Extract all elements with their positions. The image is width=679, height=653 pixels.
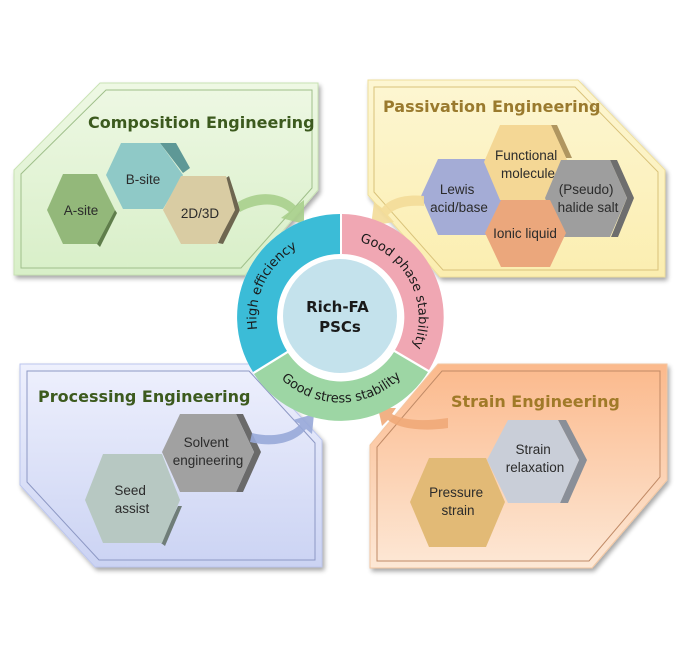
hex-strain-relaxation-shape (487, 420, 579, 503)
center-circle (283, 259, 397, 373)
hex-ionic-label: Ionic liquid (493, 226, 557, 241)
hex-lewis-label: Lewis acid/base (430, 182, 488, 215)
hex-pseudo-line1: (Pseudo) (559, 182, 614, 197)
hex-2d-3d: 2D/3D (163, 176, 240, 244)
center-label: Rich-FA PSCs (306, 298, 374, 336)
hex-solvent-line1: Solvent (184, 435, 229, 450)
hex-strain-relaxation-label: Strain relaxation (506, 442, 565, 475)
hex-functional-molecule: Functional molecule (484, 125, 572, 200)
hex-lewis-line1: Lewis (440, 182, 475, 197)
arrow-strain-shape (378, 408, 448, 430)
hex-pseudo-label: (Pseudo) halide salt (558, 182, 619, 215)
hex-functional-side (551, 125, 572, 158)
hex-seed-label: Seed assist (114, 483, 149, 516)
hex-pressure-line2: strain (441, 503, 474, 518)
hex-seed-shape (85, 454, 180, 543)
hex-functional-shape (484, 125, 568, 200)
hex-2d-3d-side (218, 176, 240, 244)
hex-pseudo-side (610, 160, 634, 237)
hex-a-site-shape (47, 174, 115, 244)
hex-pressure-strain: Pressure strain (410, 458, 505, 547)
hex-seed-assist: Seed assist (85, 454, 182, 546)
hex-b-site-side (160, 143, 190, 173)
arrow-passivation-to-ring (371, 195, 424, 226)
passivation-engineering-panel: Passivation Engineering Lewis acid/base … (367, 79, 666, 278)
hex-b-site-shape (106, 143, 183, 209)
composition-engineering-panel: Composition Engineering A-site B-site 2D… (13, 82, 319, 276)
hex-functional-label: Functional molecule (495, 148, 561, 181)
composition-panel-inner-border (20, 89, 313, 269)
ring-segment-high-efficiency (237, 214, 340, 372)
arrow-passivation-shape (371, 195, 424, 226)
arrow-processing-shape (250, 414, 314, 445)
processing-engineering-panel: Processing Engineering Solvent engineeri… (19, 363, 323, 568)
hex-solvent-line2: engineering (173, 453, 244, 468)
hex-solvent-side (236, 414, 261, 492)
hex-lewis-acid-base: Lewis acid/base (421, 159, 504, 235)
hex-solvent-label: Solvent engineering (173, 435, 244, 468)
hex-pseudo-shape (545, 160, 627, 237)
arrow-composition-to-ring (238, 194, 304, 224)
ring-segment-good-phase-stability (342, 214, 444, 370)
processing-panel-title: Processing Engineering (38, 387, 250, 406)
hex-pseudo-line2: halide salt (558, 200, 619, 215)
hex-strain-relaxation-side (558, 420, 587, 503)
hex-seed-line1: Seed (114, 483, 146, 498)
hex-strain-relaxation-line2: relaxation (506, 460, 565, 475)
hex-seed-side (161, 506, 182, 546)
center-label-line2: PSCs (319, 318, 361, 336)
hex-pressure-label: Pressure strain (429, 485, 487, 518)
hex-functional-line1: Functional (495, 148, 557, 163)
passivation-panel-title: Passivation Engineering (383, 97, 601, 116)
hex-solvent-shape (162, 414, 254, 492)
strain-panel-title: Strain Engineering (451, 392, 620, 411)
hex-solvent-engineering: Solvent engineering (162, 414, 261, 492)
ring-segment-good-stress-stability (254, 352, 428, 421)
hex-lewis-line2: acid/base (430, 200, 488, 215)
hex-ionic-liquid: Ionic liquid (485, 200, 566, 267)
arrow-composition-shape (238, 194, 304, 224)
hex-a-site: A-site (47, 174, 117, 247)
hex-pseudo-halide-salt: (Pseudo) halide salt (545, 160, 634, 237)
processing-panel-inner-border (26, 370, 316, 561)
hex-lewis-shape (421, 159, 504, 235)
hex-a-site-side (97, 210, 117, 247)
hex-pressure-shape (410, 458, 505, 547)
hex-a-site-label: A-site (64, 203, 99, 218)
hex-pressure-line1: Pressure (429, 485, 483, 500)
hex-2d-3d-shape (163, 176, 235, 244)
passivation-panel-inner-border (373, 86, 659, 271)
hex-ionic-shape (485, 200, 566, 267)
hex-strain-relaxation-line1: Strain (515, 442, 550, 457)
composition-panel-title: Composition Engineering (88, 113, 315, 132)
hex-2d-3d-label: 2D/3D (181, 206, 220, 221)
strain-engineering-panel: Strain Engineering Strain relaxation Pre… (369, 363, 668, 569)
strain-panel-inner-border (376, 370, 661, 562)
hex-strain-relaxation: Strain relaxation (487, 420, 587, 503)
hex-b-site: B-site (106, 143, 190, 209)
arrow-processing-to-ring (250, 414, 314, 445)
hex-functional-line2: molecule (501, 166, 555, 181)
central-ring: Rich-FA PSCs High efficiency Good phase … (237, 214, 444, 421)
arrow-strain-to-ring (378, 408, 448, 430)
center-label-line1: Rich-FA (306, 298, 369, 316)
hex-seed-line2: assist (115, 501, 150, 516)
hex-b-site-label: B-site (126, 172, 161, 187)
